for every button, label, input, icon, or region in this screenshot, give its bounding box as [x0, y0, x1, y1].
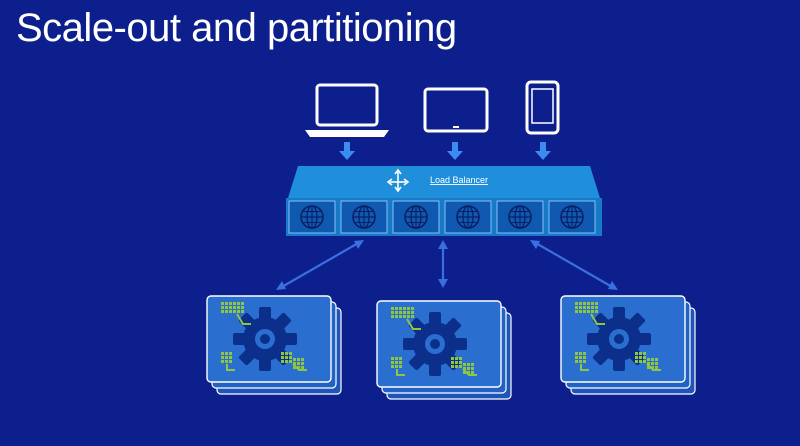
load-balancer: Load Balancer [286, 166, 602, 236]
tablet-icon [423, 87, 489, 133]
worker-arrow [438, 240, 448, 288]
worker-arrow [530, 240, 618, 290]
worker-node [377, 301, 511, 399]
worker-arrow [276, 240, 364, 290]
worker-node [207, 296, 341, 394]
device-arrow [535, 142, 551, 160]
web-node [288, 200, 336, 234]
web-node [548, 200, 596, 234]
web-node [444, 200, 492, 234]
web-node [496, 200, 544, 234]
worker-node [561, 296, 695, 394]
load-balancer-label: Load Balancer [430, 175, 488, 185]
device-arrow [339, 142, 355, 160]
load-balancer-icon [386, 168, 410, 193]
device-arrow [447, 142, 463, 160]
laptop-icon [305, 83, 389, 137]
web-node [340, 200, 388, 234]
web-node [392, 200, 440, 234]
slide-title: Scale-out and partitioning [16, 6, 457, 50]
phone-icon [525, 80, 560, 135]
